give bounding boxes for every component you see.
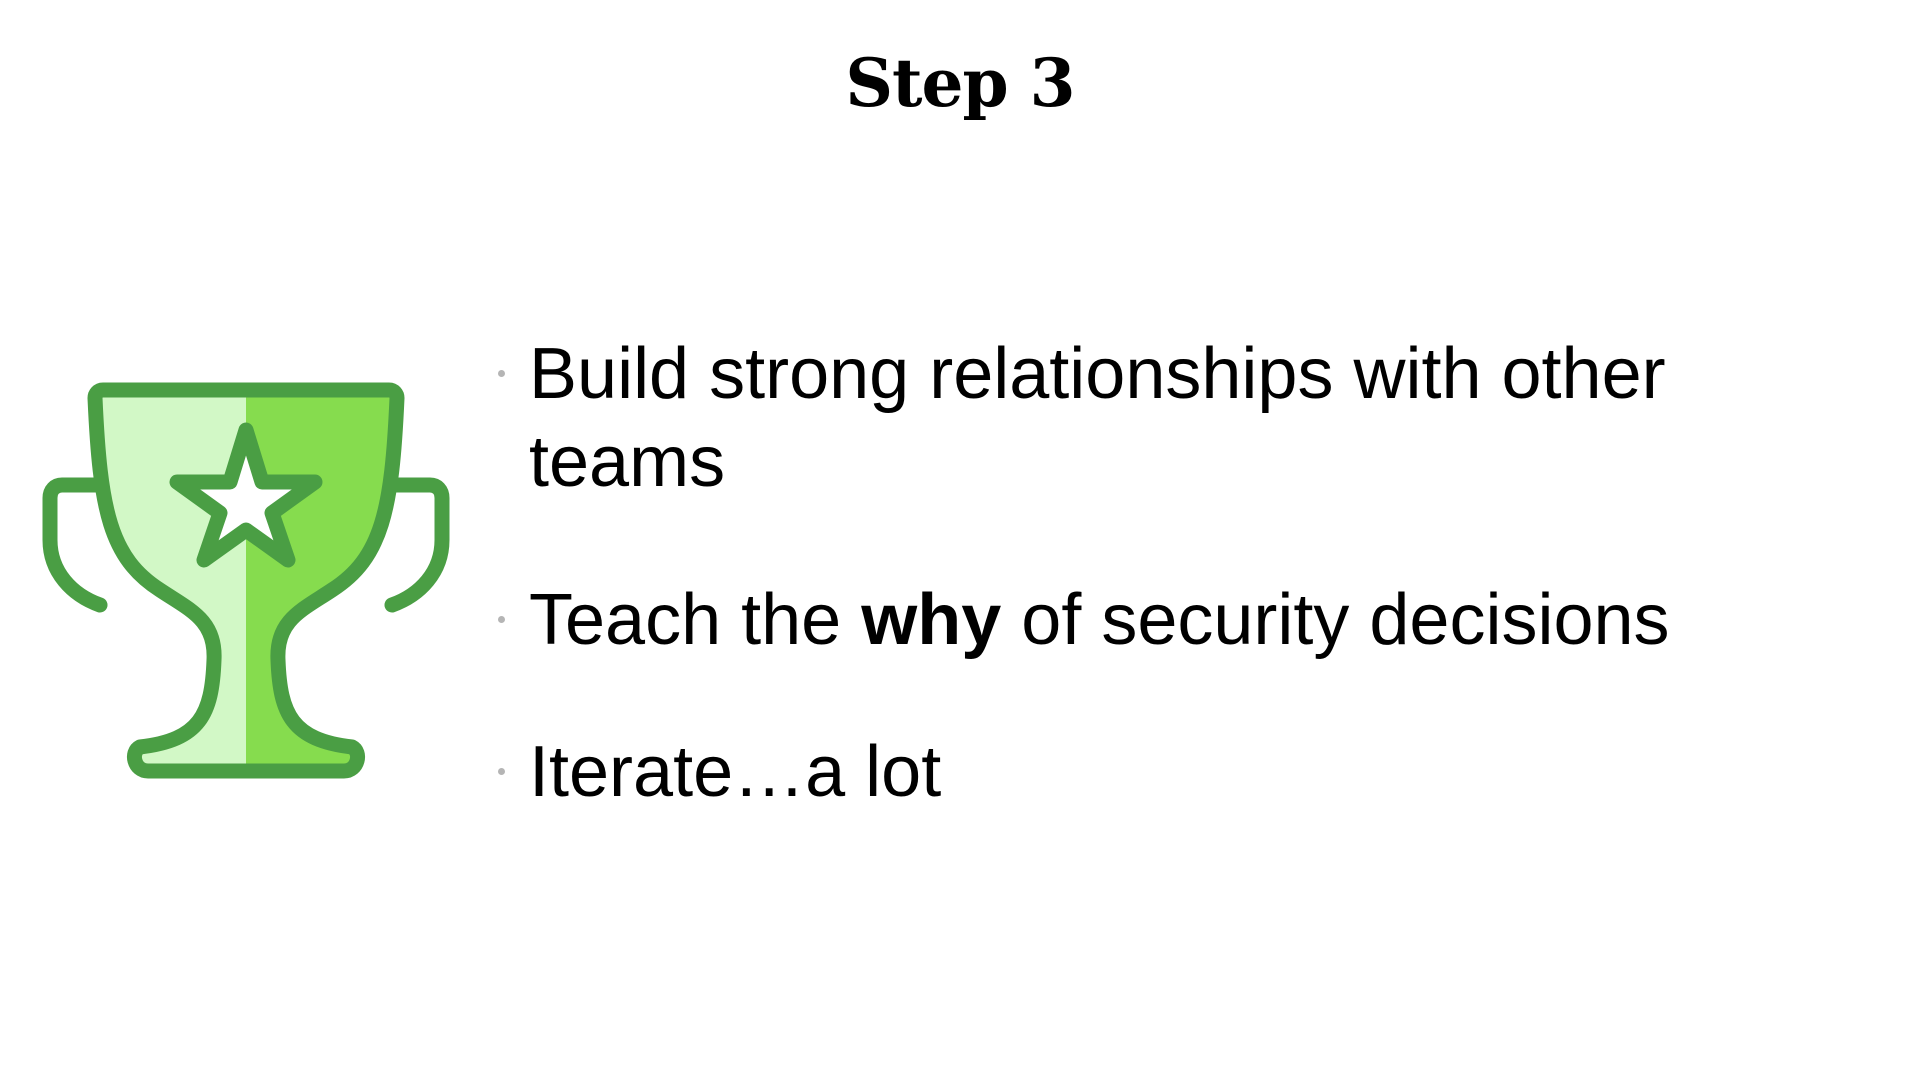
slide-title: Step 3 <box>845 44 1075 122</box>
cup-right-fill <box>246 390 397 771</box>
bullet-text-after: of security decisions <box>1001 580 1670 660</box>
bullet-dot-icon <box>498 370 505 377</box>
cup-outline <box>87 382 405 779</box>
bullet-text-before: Teach the <box>529 580 862 660</box>
star-icon <box>169 422 323 568</box>
trophy-right-handle <box>384 477 450 613</box>
cup-left-fill <box>95 390 246 771</box>
bullet-text: Iterate…a lot <box>529 732 942 812</box>
bullet-list: Build strong relationships with other te… <box>495 330 1755 816</box>
bullet-dot-icon <box>498 616 505 623</box>
bullet-dot-icon <box>498 768 505 775</box>
bullet-text: Build strong relationships with other te… <box>529 334 1666 502</box>
trophy-star-icon <box>42 382 450 779</box>
bullet-item: Build strong relationships with other te… <box>495 330 1755 506</box>
bullet-item: Iterate…a lot <box>495 728 1755 816</box>
bullet-item: Teach the why of security decisions <box>495 576 1755 664</box>
bullet-text-emphasis: why <box>861 580 1002 660</box>
trophy-left-handle <box>42 477 108 613</box>
